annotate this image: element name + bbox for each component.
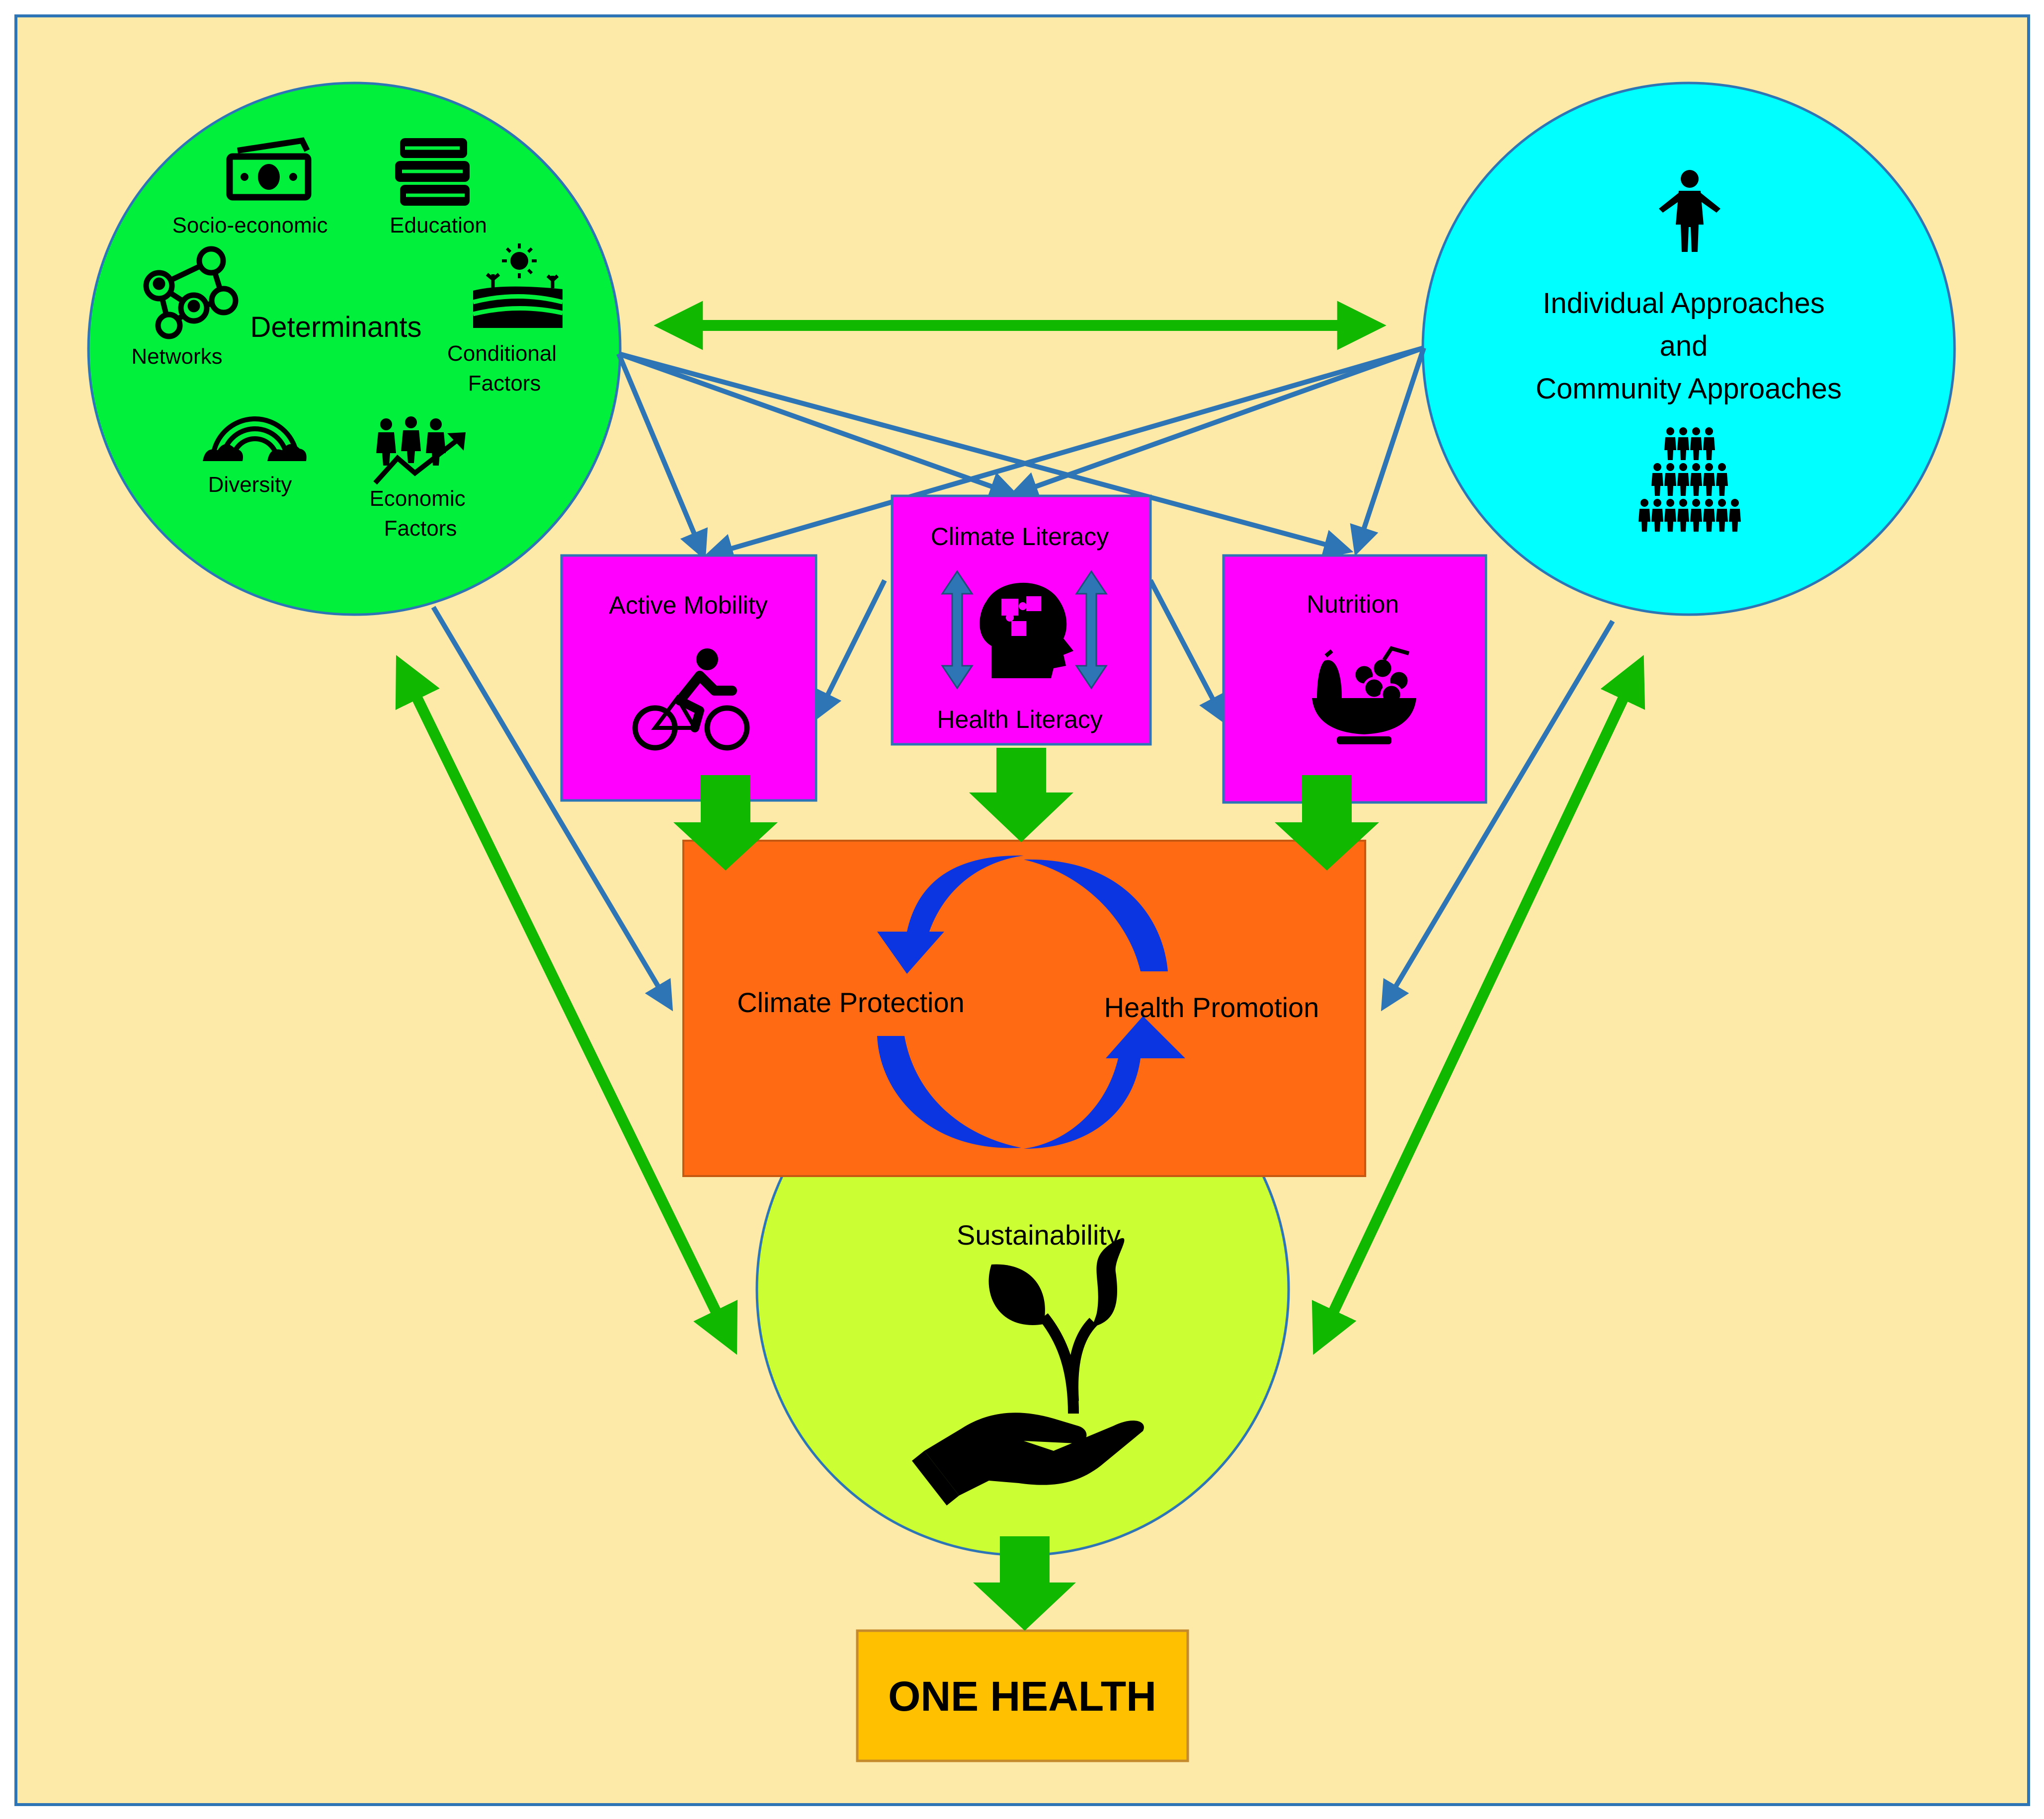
person-icon xyxy=(1659,170,1720,252)
hand-plant-icon xyxy=(912,1238,1144,1505)
approaches-line-3: Community Approaches xyxy=(1536,373,1842,405)
block-arrows xyxy=(673,748,1379,1631)
climate-health-box: Climate Protection Health Promotion xyxy=(682,840,1366,1177)
community-person-icon xyxy=(1651,463,1663,496)
determinant-label-education: Education xyxy=(390,213,487,237)
determinants-title: Determinants xyxy=(250,311,422,343)
one-health-box: ONE HEALTH xyxy=(856,1629,1189,1762)
determinant-label-factors-1: Factors xyxy=(468,371,541,395)
community-pyramid-icon xyxy=(1638,427,1741,532)
active-mobility-box: Active Mobility xyxy=(560,554,818,802)
community-person-icon xyxy=(1677,463,1689,496)
climate-protection-label: Climate Protection xyxy=(737,987,965,1018)
community-person-icon xyxy=(1677,499,1689,532)
nutrition-box: Nutrition xyxy=(1222,554,1487,804)
up-down-arrow-icon xyxy=(941,570,1108,690)
community-person-icon xyxy=(1703,499,1715,532)
community-person-icon xyxy=(1703,427,1715,460)
determinant-label-factors-2: Factors xyxy=(384,516,457,541)
head-puzzle-icon xyxy=(980,582,1073,678)
money-icon xyxy=(226,137,312,201)
climate-literacy-label: Climate Literacy xyxy=(931,523,1109,551)
health-promotion-label: Health Promotion xyxy=(1104,992,1319,1023)
community-person-icon xyxy=(1677,427,1689,460)
determinant-label-networks: Networks xyxy=(131,344,222,369)
community-person-icon xyxy=(1664,499,1676,532)
sustainability-label: Sustainability xyxy=(957,1219,1121,1251)
community-person-icon xyxy=(1664,463,1676,496)
approaches-line-1: Individual Approaches xyxy=(1543,287,1825,319)
determinant-label-conditional: Conditional xyxy=(447,341,557,366)
literacy-down-arrow xyxy=(969,748,1073,842)
determinant-label-diversity: Diversity xyxy=(208,473,292,497)
rainbow-icon xyxy=(203,416,307,462)
community-person-icon xyxy=(1729,499,1741,532)
community-person-icon xyxy=(1690,499,1702,532)
growth-people-icon xyxy=(373,416,466,485)
green-connection-arrows xyxy=(395,301,1645,1355)
one-health-label: ONE HEALTH xyxy=(888,1673,1156,1720)
sustainability-down-arrow xyxy=(973,1536,1076,1631)
health-literacy-label: Health Literacy xyxy=(937,706,1103,733)
approaches-line-2: and xyxy=(1660,330,1708,362)
community-person-icon xyxy=(1690,427,1702,460)
determinant-label-socioeconomic: Socio-economic xyxy=(172,213,327,237)
books-icon xyxy=(395,138,470,206)
nutrition-down-arrow xyxy=(1275,775,1379,870)
community-person-icon xyxy=(1716,499,1728,532)
literacy-box: Climate Literacy Health Literacy xyxy=(891,494,1152,746)
network-icon xyxy=(143,246,239,339)
cycle-arrows-icon xyxy=(877,855,1185,1149)
community-person-icon xyxy=(1664,427,1676,460)
community-person-icon xyxy=(1638,499,1650,532)
active-mobility-label: Active Mobility xyxy=(609,591,768,619)
landscape-icon xyxy=(472,243,564,328)
community-person-icon xyxy=(1651,499,1663,532)
determinant-label-economic: Economic xyxy=(369,486,465,511)
community-person-icon xyxy=(1690,463,1702,496)
community-person-icon xyxy=(1703,463,1715,496)
approaches-circle: Individual Approaches and Community Appr… xyxy=(1421,81,1956,616)
determinants-circle: Socio-economic Education Ne xyxy=(87,81,622,616)
nutrition-label: Nutrition xyxy=(1307,590,1399,618)
community-person-icon xyxy=(1716,463,1728,496)
mobility-down-arrow xyxy=(673,775,778,870)
